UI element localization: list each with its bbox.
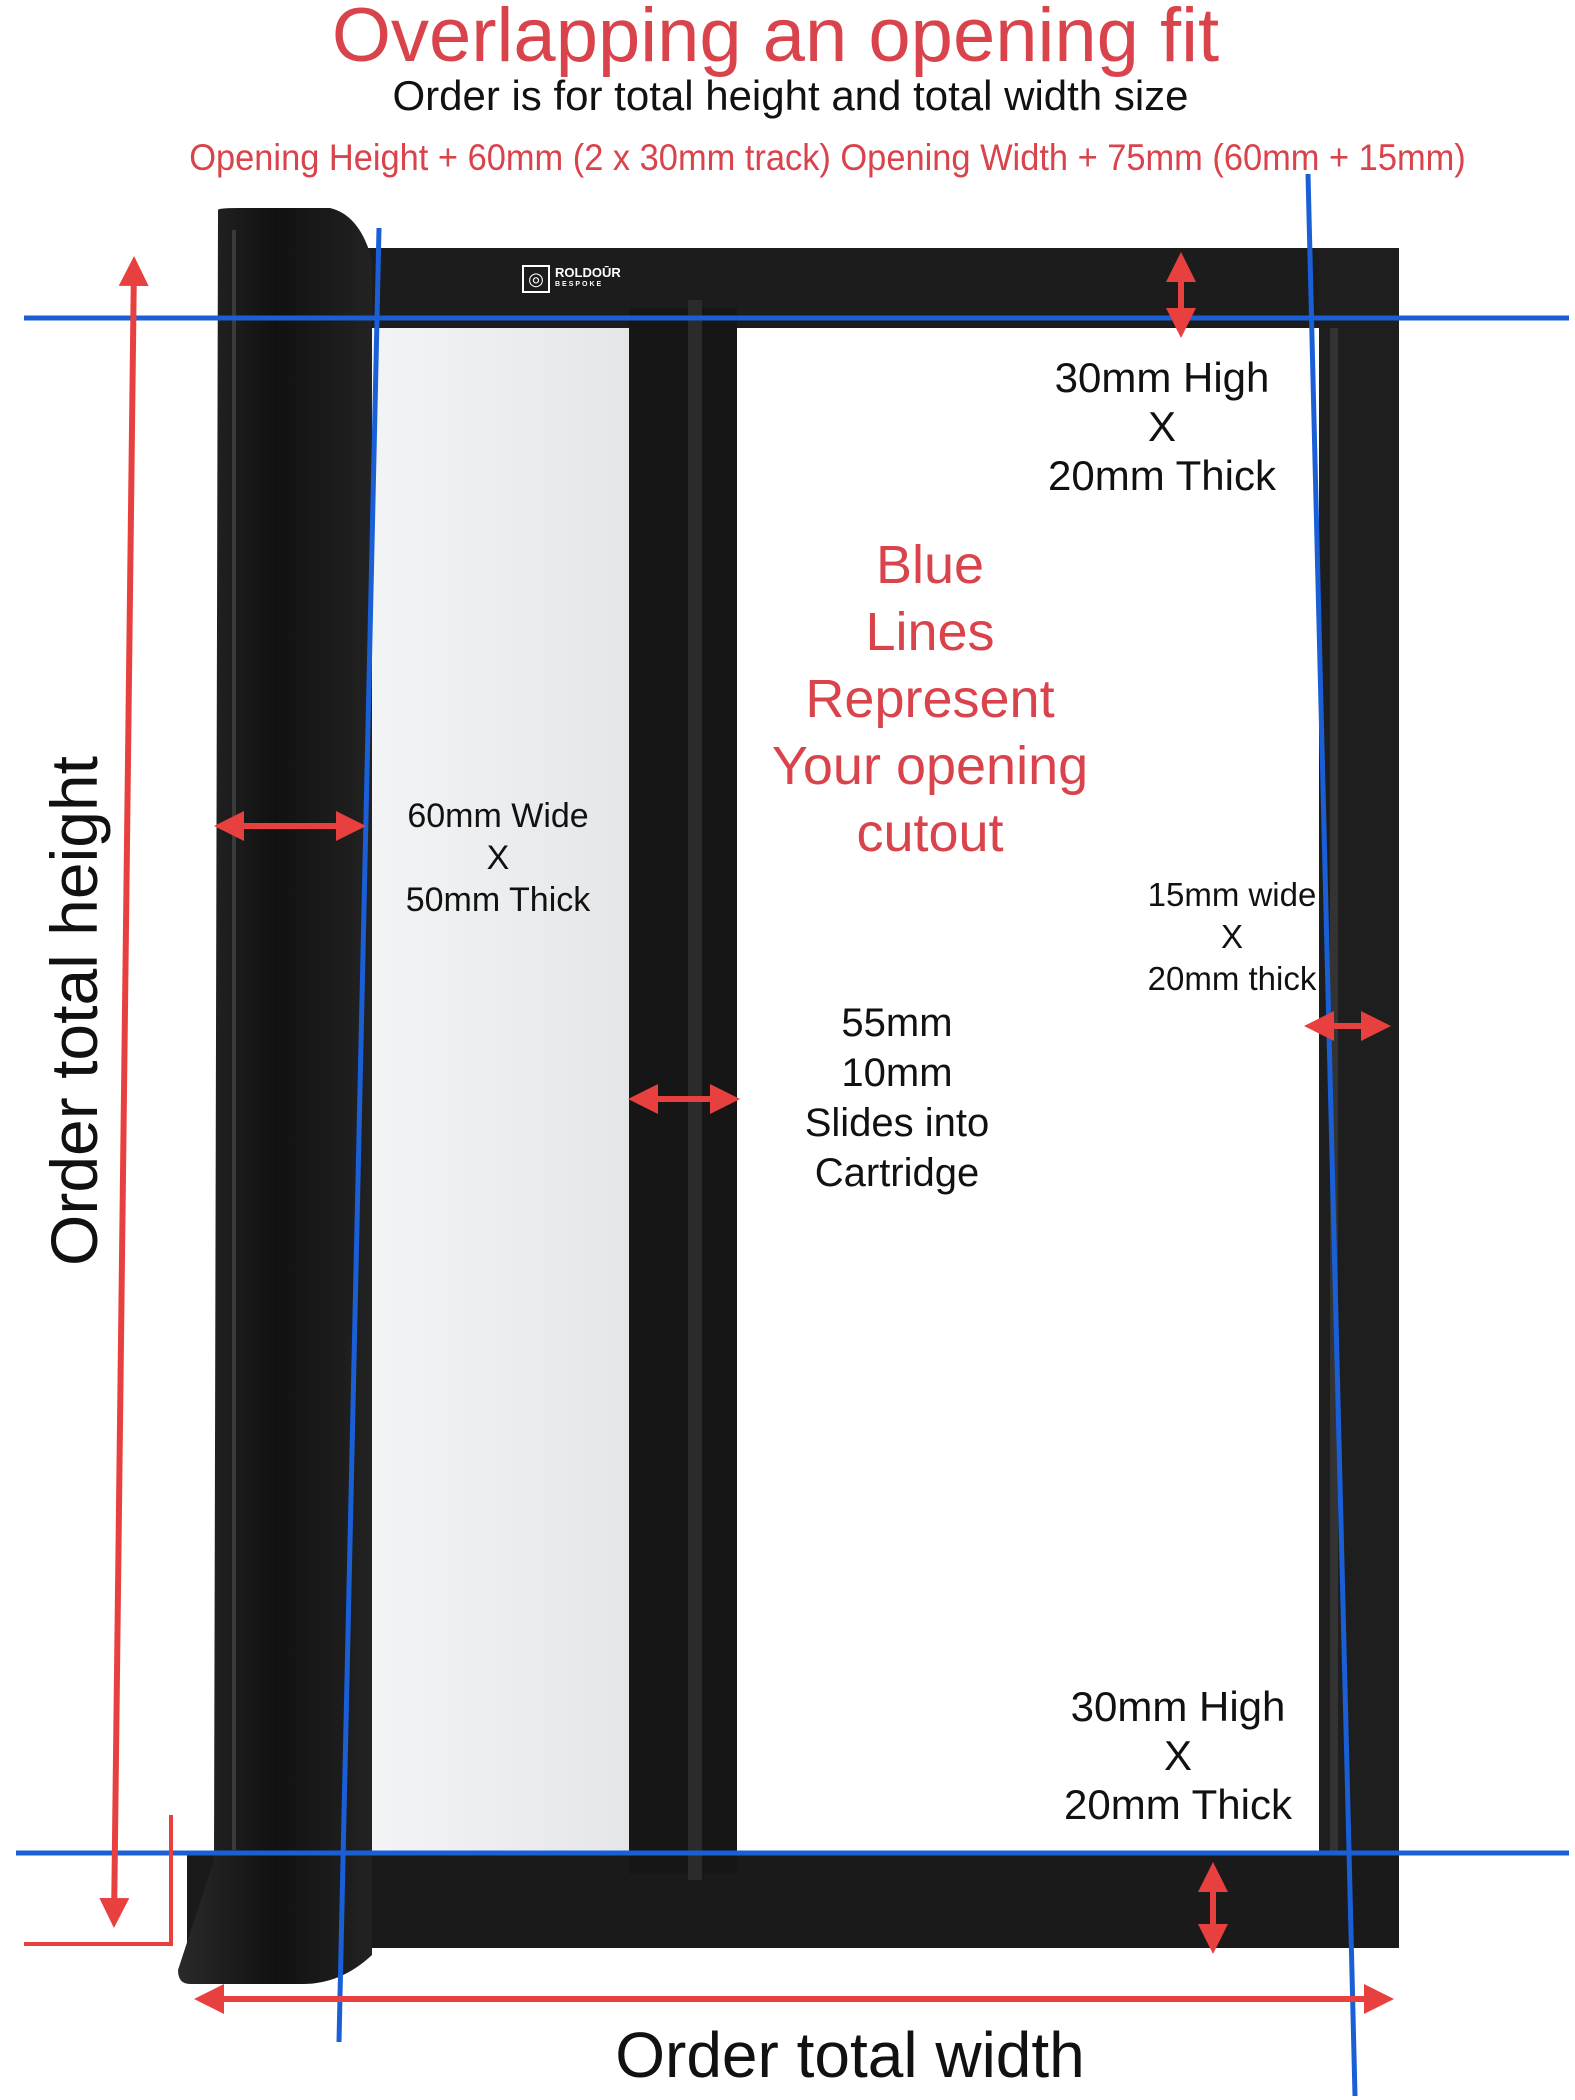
- order-height-label: Order total height: [37, 756, 111, 1266]
- opening-area: [737, 328, 1319, 1854]
- dim-line: X: [1147, 403, 1176, 450]
- logo-icon: ◎: [522, 265, 550, 293]
- page-title: Overlapping an opening fit: [331, 0, 1220, 78]
- logo-brand: ROLDOŪR: [555, 265, 621, 280]
- subtitle: Order is for total height and total widt…: [392, 72, 1189, 119]
- handle-bar-dimension: 55mm 10mm Slides into Cartridge: [757, 998, 1037, 1198]
- bottom-rail-dimension: 30mm High X 20mm Thick: [1018, 1682, 1338, 1829]
- top-rail-dimension: 30mm High X 20mm Thick: [1002, 353, 1322, 500]
- cassette-dimension: 60mm Wide X 50mm Thick: [368, 795, 628, 921]
- dim-line: 20mm thick: [1147, 960, 1317, 997]
- dim-line: 50mm Thick: [405, 881, 591, 919]
- logo-sub: BESPOKE: [555, 281, 604, 288]
- dim-line: 15mm wide: [1147, 876, 1317, 913]
- dimension-arrows: [24, 252, 1394, 2014]
- dim-line: 55mm: [841, 1001, 953, 1045]
- note-line: Lines: [865, 602, 995, 662]
- blue-lines-note: Blue Lines Represent Your opening cutout: [700, 532, 1160, 867]
- top-rail: [360, 248, 1366, 328]
- bottom-rail: [187, 1854, 1399, 1948]
- dim-line: 30mm High: [1070, 1683, 1286, 1730]
- note-line: Your opening: [771, 736, 1089, 796]
- dim-line: 20mm Thick: [1064, 1781, 1292, 1828]
- dim-line: 10mm: [841, 1051, 953, 1095]
- dim-line: 20mm Thick: [1048, 452, 1276, 499]
- roller-cassette: [178, 208, 372, 1985]
- dim-line: 30mm High: [1054, 354, 1270, 401]
- dim-line: X: [1163, 1732, 1192, 1779]
- note-line: cutout: [856, 803, 1004, 863]
- note-line: Blue: [875, 535, 985, 595]
- note-line: Represent: [805, 669, 1055, 729]
- fabric-screen: [368, 328, 629, 1854]
- dim-line: X: [486, 839, 510, 877]
- dim-line: Slides into: [804, 1101, 990, 1145]
- size-formula: Opening Height + 60mm (2 x 30mm track) O…: [189, 137, 1466, 178]
- opening-lines: [16, 173, 1569, 2097]
- dim-line: X: [1220, 918, 1243, 955]
- dim-line: 60mm Wide: [407, 797, 589, 835]
- dim-line: Cartridge: [814, 1151, 980, 1195]
- side-track-dimension: 15mm wide X 20mm thick: [1112, 874, 1352, 1000]
- order-width-label: Order total width: [615, 2019, 1085, 2091]
